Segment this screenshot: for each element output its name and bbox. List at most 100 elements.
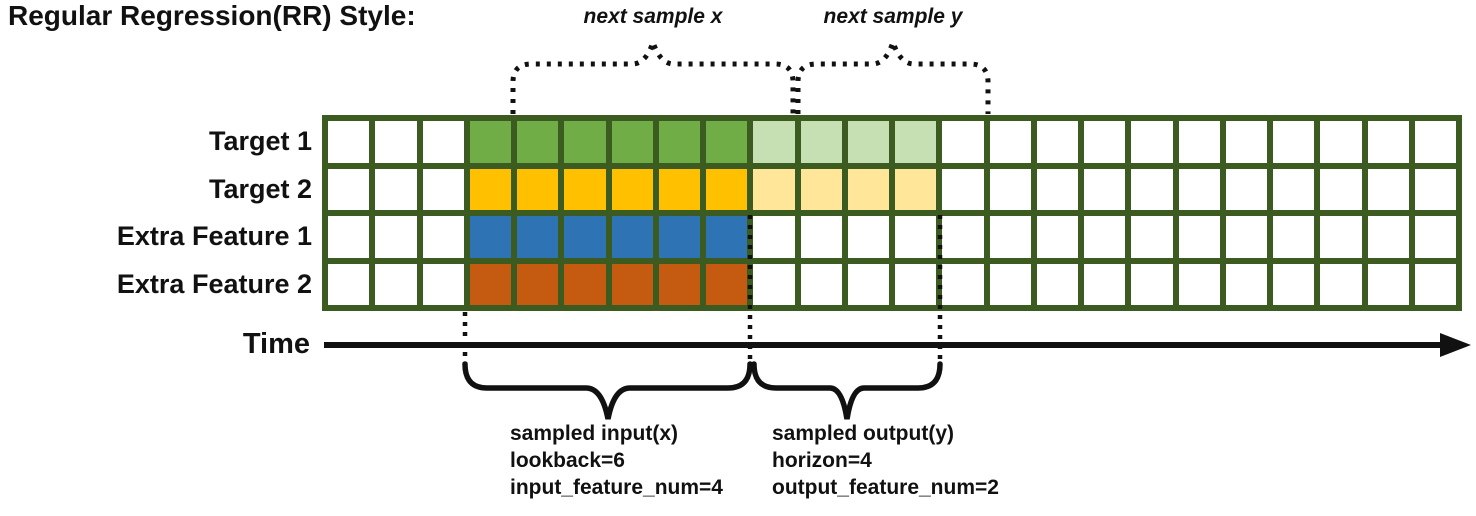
grid-cell bbox=[1084, 121, 1126, 163]
grid-cell bbox=[1225, 168, 1267, 210]
grid-cell bbox=[942, 168, 984, 210]
grid-cell bbox=[422, 168, 464, 210]
grid-cell bbox=[1273, 168, 1315, 210]
grid-cell bbox=[800, 168, 842, 210]
grid-cell bbox=[1036, 168, 1078, 210]
grid-cell bbox=[1414, 216, 1456, 258]
horizon-value: horizon=4 bbox=[772, 449, 872, 472]
grid-cell bbox=[847, 263, 889, 305]
grid-cell bbox=[1225, 216, 1267, 258]
grid-cell bbox=[1131, 263, 1173, 305]
grid-cell bbox=[989, 263, 1031, 305]
grid-cell bbox=[375, 216, 417, 258]
sampled-input-annotation: sampled input(x) lookback=6 input_featur… bbox=[510, 420, 723, 501]
time-axis-label: Time bbox=[242, 328, 310, 360]
grid-cell bbox=[942, 263, 984, 305]
sampled-output-annotation: sampled output(y) horizon=4 output_featu… bbox=[772, 420, 999, 501]
grid-cell bbox=[895, 216, 937, 258]
next-sample-y-label: next sample y bbox=[823, 5, 963, 28]
grid-cell bbox=[328, 168, 370, 210]
next-sample-x-brace bbox=[510, 33, 796, 114]
next-sample-x-label: next sample x bbox=[583, 5, 723, 28]
grid-cell bbox=[469, 121, 511, 163]
timeseries-grid bbox=[322, 115, 1462, 311]
grid-cell bbox=[517, 168, 559, 210]
grid-cell bbox=[1320, 263, 1362, 305]
grid-cell bbox=[847, 216, 889, 258]
grid-cell bbox=[375, 121, 417, 163]
grid-cell bbox=[328, 263, 370, 305]
grid-cell bbox=[658, 121, 700, 163]
grid-cell bbox=[1225, 121, 1267, 163]
grid-cell bbox=[989, 121, 1031, 163]
grid-cell bbox=[753, 216, 795, 258]
grid-cell bbox=[1178, 168, 1220, 210]
input-feature-num-value: input_feature_num=4 bbox=[510, 476, 723, 499]
grid-cell bbox=[564, 216, 606, 258]
time-axis-arrow-head bbox=[1440, 333, 1471, 357]
grid-cell bbox=[1414, 121, 1456, 163]
row-label-extra-feature-1: Extra Feature 1 bbox=[116, 221, 312, 251]
grid-cell bbox=[1414, 263, 1456, 305]
next-sample-y-brace bbox=[795, 33, 991, 114]
grid-cell bbox=[375, 263, 417, 305]
lookback-value: lookback=6 bbox=[510, 449, 625, 472]
grid-cell bbox=[517, 121, 559, 163]
output-feature-num-value: output_feature_num=2 bbox=[772, 476, 999, 499]
grid-cell bbox=[422, 121, 464, 163]
grid-cell bbox=[895, 121, 937, 163]
grid-cell bbox=[611, 168, 653, 210]
grid-cell bbox=[1367, 216, 1409, 258]
grid-cell bbox=[942, 216, 984, 258]
grid-cell bbox=[1178, 216, 1220, 258]
grid-cell bbox=[847, 168, 889, 210]
grid-cell bbox=[469, 168, 511, 210]
grid-cell bbox=[942, 121, 984, 163]
grid-cell bbox=[753, 121, 795, 163]
grid-cell bbox=[611, 216, 653, 258]
grid-cell bbox=[375, 168, 417, 210]
grid-cell bbox=[1414, 168, 1456, 210]
grid-cell bbox=[1178, 263, 1220, 305]
sampled-input-title: sampled input(x) bbox=[510, 422, 679, 445]
grid-cell bbox=[564, 121, 606, 163]
grid-cell bbox=[1225, 263, 1267, 305]
grid-cell bbox=[895, 263, 937, 305]
grid-cell bbox=[800, 263, 842, 305]
grid-cell bbox=[1320, 168, 1362, 210]
sampled-output-brace bbox=[751, 361, 943, 420]
grid-cell bbox=[564, 263, 606, 305]
grid-cell bbox=[1036, 263, 1078, 305]
grid-cell bbox=[658, 168, 700, 210]
grid-cell bbox=[328, 121, 370, 163]
grid-cell bbox=[1320, 121, 1362, 163]
grid-cell bbox=[1084, 216, 1126, 258]
grid-cell bbox=[1273, 121, 1315, 163]
grid-cell bbox=[1320, 216, 1362, 258]
grid-cell bbox=[422, 263, 464, 305]
grid-cell bbox=[753, 168, 795, 210]
grid-cell bbox=[1084, 168, 1126, 210]
grid-cell bbox=[800, 216, 842, 258]
grid-cell bbox=[706, 168, 748, 210]
grid-cell bbox=[1131, 168, 1173, 210]
grid-cell bbox=[753, 263, 795, 305]
grid-cell bbox=[328, 216, 370, 258]
grid-cell bbox=[1084, 263, 1126, 305]
grid-cell bbox=[1273, 263, 1315, 305]
grid-cell bbox=[1178, 121, 1220, 163]
grid-cell bbox=[895, 168, 937, 210]
grid-cell bbox=[800, 121, 842, 163]
grid-cell bbox=[847, 121, 889, 163]
grid-cell bbox=[422, 216, 464, 258]
grid-cell bbox=[1273, 216, 1315, 258]
grid-cell bbox=[1036, 216, 1078, 258]
grid-cell bbox=[1131, 216, 1173, 258]
grid-cell bbox=[564, 168, 606, 210]
sampled-output-title: sampled output(y) bbox=[772, 422, 954, 445]
grid-cell bbox=[517, 216, 559, 258]
row-label-target-2: Target 2 bbox=[208, 174, 312, 204]
grid-cell bbox=[1036, 121, 1078, 163]
grid-cell bbox=[706, 263, 748, 305]
grid-cell bbox=[1367, 263, 1409, 305]
